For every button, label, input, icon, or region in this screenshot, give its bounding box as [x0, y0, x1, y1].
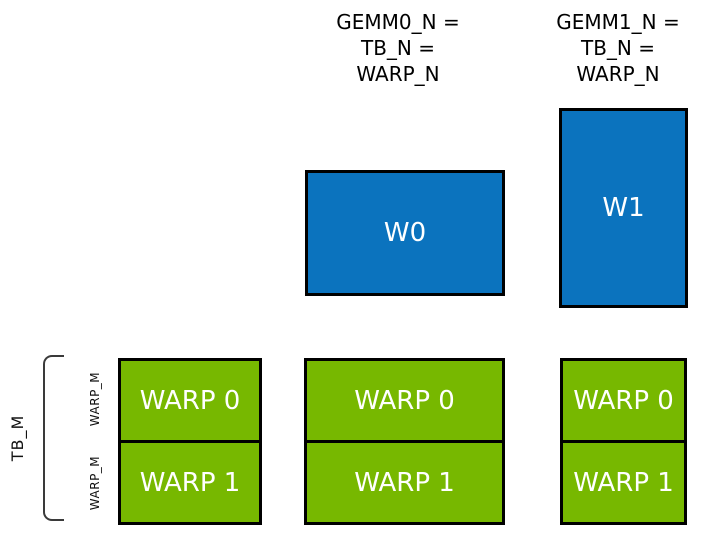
warp-cell: WARP 1 [118, 440, 262, 525]
tb-m-bracket [43, 355, 64, 521]
warp-cell-label: WARP 0 [354, 385, 455, 416]
tb-m-label: TB_M [8, 414, 27, 462]
warp-tile-label: W0 [383, 218, 427, 248]
warp-cell: WARP 0 [304, 358, 505, 443]
warp-cell: WARP 0 [560, 358, 687, 443]
column-header-gemm1: GEMM1_N = TB_N = WARP_N [508, 9, 720, 87]
header-line: TB_N = [580, 36, 655, 60]
warp-tile-w0: W0 [305, 170, 505, 296]
header-line: TB_N = [360, 36, 435, 60]
warp-cell-label: WARP 0 [573, 385, 674, 416]
warp-tile-w1: W1 [559, 108, 688, 308]
warp-cell: WARP 1 [304, 440, 505, 525]
warp-cell-label: WARP 1 [573, 467, 674, 498]
warp-tile-label: W1 [602, 193, 645, 223]
warp-column-2: WARP 0 WARP 1 [560, 358, 687, 525]
warp-cell: WARP 0 [118, 358, 262, 443]
warp-cell-label: WARP 0 [139, 385, 241, 416]
header-line: WARP_N [576, 62, 660, 86]
warp-column-0: WARP 0 WARP 1 [118, 358, 262, 525]
header-line: GEMM0_N = [336, 10, 460, 34]
header-line: GEMM1_N = [556, 10, 680, 34]
warp-cell: WARP 1 [560, 440, 687, 525]
warp-cell-label: WARP 1 [139, 467, 241, 498]
column-header-gemm0: GEMM0_N = TB_N = WARP_N [288, 9, 508, 87]
warp-cell-label: WARP 1 [354, 467, 455, 498]
warp-column-1: WARP 0 WARP 1 [304, 358, 505, 525]
warp-m-label-top: WARP_M [88, 371, 102, 427]
warp-m-label-bottom: WARP_M [88, 455, 102, 511]
header-line: WARP_N [356, 62, 440, 86]
